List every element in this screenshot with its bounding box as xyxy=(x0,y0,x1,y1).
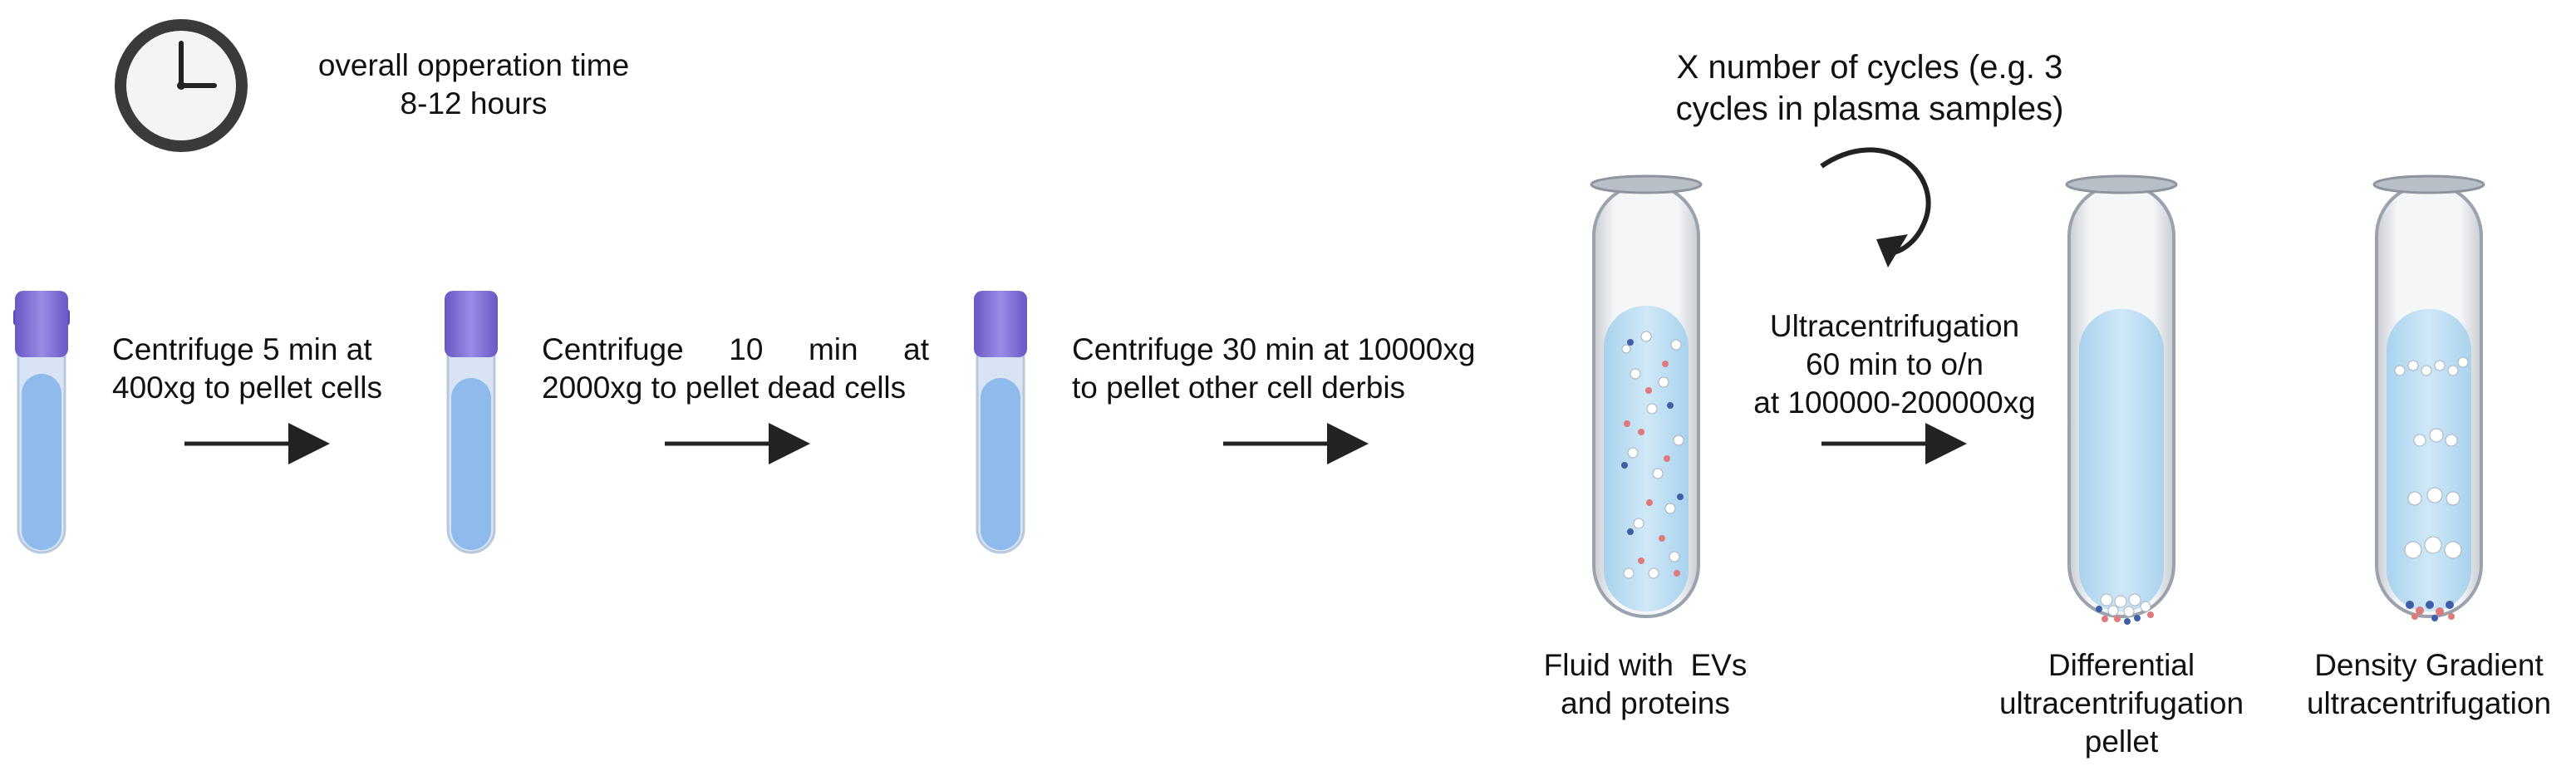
small-tube-2 xyxy=(445,291,498,554)
step-1-label: Centrifuge 5 min at 400xg to pellet cell… xyxy=(112,331,411,407)
step-1-line1: Centrifuge 5 min at xyxy=(112,332,372,366)
large-tube-fluid xyxy=(1590,174,1703,618)
density-caption-line1: Density Gradient xyxy=(2314,648,2544,682)
step-2-line1: Centrifuge 10 min at xyxy=(542,331,929,369)
density-caption-line2: ultracentrifugation xyxy=(2306,686,2552,720)
fluid-caption-line2: and proteins xyxy=(1561,686,1730,720)
fluid-caption-line1: Fluid with EVs xyxy=(1543,648,1748,682)
step-4-label: Ultracentrifugation 60 min to o/n at 100… xyxy=(1728,307,2061,422)
step-2-label: Centrifuge 10 min at 2000xg to pellet de… xyxy=(542,331,929,407)
cycles-line1: X number of cycles (e.g. 3 xyxy=(1676,49,2063,86)
differential-caption-line2: ultracentrifugation xyxy=(1998,686,2244,720)
step-4-line1: Ultracentrifugation xyxy=(1769,309,2020,343)
small-tube-1 xyxy=(13,291,70,554)
step-2-line2: 2000xg to pellet dead cells xyxy=(542,371,907,405)
cycles-label: X number of cycles (e.g. 3 cycles in pla… xyxy=(1620,47,2119,130)
differential-caption-line3: pellet xyxy=(2084,724,2159,759)
step-3-line1: Centrifuge 30 min at 10000xg xyxy=(1072,332,1476,366)
cycle-arrow-icon xyxy=(1820,147,1931,268)
step-2-word: Centrifuge xyxy=(542,332,684,366)
large-tube-density xyxy=(2372,174,2485,621)
step-4-line3: at 100000-200000xg xyxy=(1753,385,2036,420)
step-2-word: at xyxy=(903,332,929,366)
operation-time-label: overall opperation time 8-12 hours xyxy=(274,47,673,123)
operation-time-line1: overall opperation time xyxy=(317,48,630,82)
step-3-label: Centrifuge 30 min at 10000xg to pellet o… xyxy=(1072,331,1537,407)
cycles-line2: cycles in plasma samples) xyxy=(1675,91,2064,127)
large-tube-differential xyxy=(2065,174,2178,625)
step-1-line2: 400xg to pellet cells xyxy=(112,371,382,405)
clock-icon xyxy=(115,19,248,152)
differential-tube-caption: Differential ultracentrifugation pellet xyxy=(1980,646,2263,761)
step-2-word: min xyxy=(808,332,858,366)
differential-caption-line1: Differential xyxy=(2048,648,2195,682)
fluid-tube-caption: Fluid with EVs and proteins xyxy=(1521,646,1770,723)
step-2-word: 10 xyxy=(729,332,764,366)
density-tube-caption: Density Gradient ultracentrifugation xyxy=(2285,646,2573,723)
small-tube-3 xyxy=(974,291,1027,554)
operation-time-line2: 8-12 hours xyxy=(400,86,548,120)
step-3-line2: to pellet other cell derbis xyxy=(1072,371,1406,405)
step-4-line2: 60 min to o/n xyxy=(1806,347,1984,381)
